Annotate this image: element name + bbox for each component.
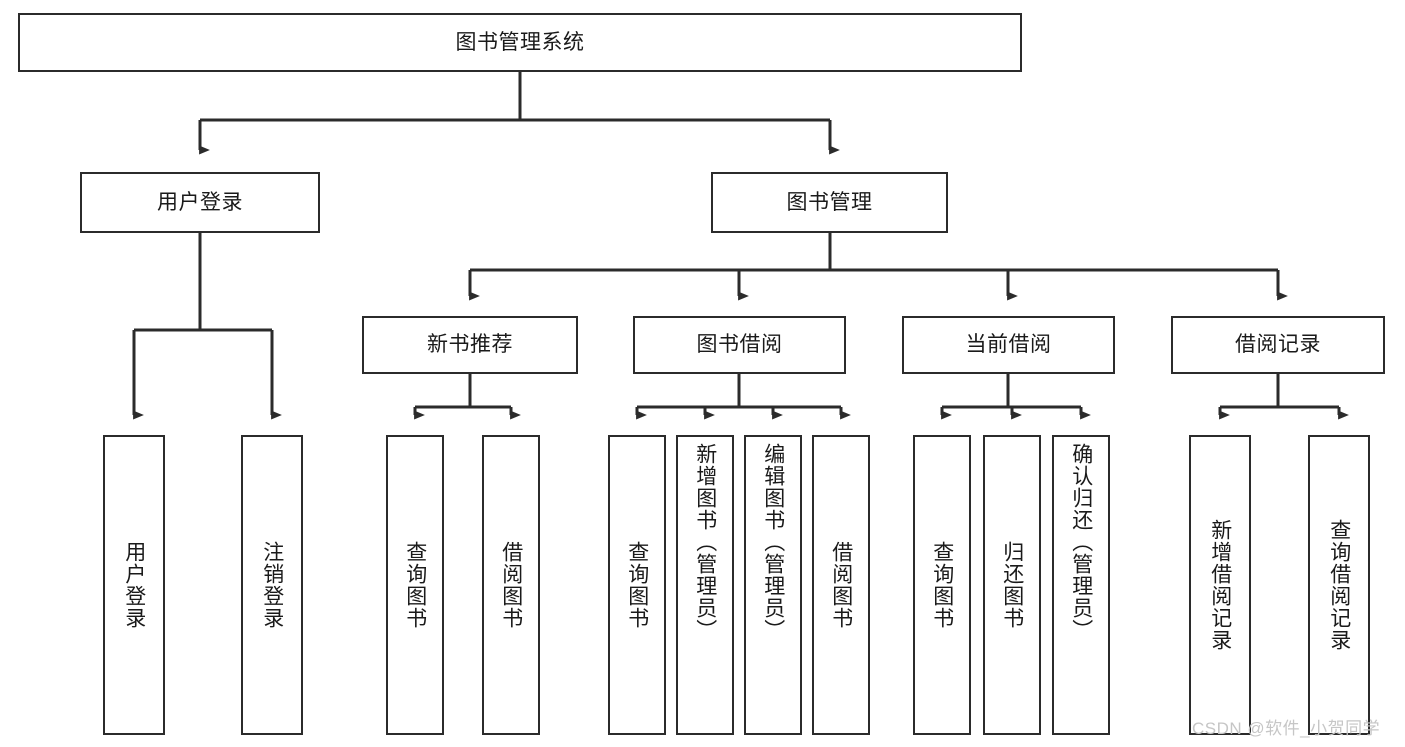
node-user-login-label: 用户登录 [157,190,243,214]
node-root[interactable]: 图书管理系统 [18,13,1022,72]
leaf-confirm-return-admin[interactable]: 确认归还（管理员） [1052,435,1110,735]
node-book-management[interactable]: 图书管理 [711,172,948,233]
leaf-borrow-book-label: 借阅图书 [829,541,853,629]
node-book-borrow-label: 图书借阅 [696,333,783,357]
node-user-login[interactable]: 用户登录 [80,172,320,233]
leaf-add-borrow-record[interactable]: 新增借阅记录 [1189,435,1251,735]
leaf-query-book-current[interactable]: 查询图书 [913,435,971,735]
leaf-edit-book-admin[interactable]: 编辑图书（管理员） [744,435,802,735]
leaf-borrow-book[interactable]: 借阅图书 [812,435,870,735]
node-current-borrow[interactable]: 当前借阅 [902,316,1115,374]
leaf-user-login[interactable]: 用户登录 [103,435,165,735]
leaf-borrow-book-recommend-label: 借阅图书 [499,541,523,629]
leaf-query-book-recommend-label: 查询图书 [403,541,427,629]
leaf-query-book-borrow-label: 查询图书 [625,541,649,629]
node-current-borrow-label: 当前借阅 [965,333,1052,357]
node-book-management-label: 图书管理 [786,190,873,214]
node-new-book-recommend-label: 新书推荐 [427,333,513,357]
leaf-query-book-current-label: 查询图书 [930,541,954,629]
leaf-add-book-admin-label: 新增图书（管理员） [693,443,717,641]
leaf-query-borrow-record-label: 查询借阅记录 [1327,519,1351,651]
csdn-watermark: CSDN @软件_小贺同学 [1192,719,1381,738]
leaf-return-book[interactable]: 归还图书 [983,435,1041,735]
leaf-add-book-admin[interactable]: 新增图书（管理员） [676,435,734,735]
leaf-user-logout[interactable]: 注销登录 [241,435,303,735]
leaf-confirm-return-admin-label: 确认归还（管理员） [1069,443,1093,641]
leaf-borrow-book-recommend[interactable]: 借阅图书 [482,435,540,735]
node-borrow-records-label: 借阅记录 [1235,333,1321,357]
node-root-label: 图书管理系统 [455,30,585,54]
node-new-book-recommend[interactable]: 新书推荐 [362,316,578,374]
leaf-edit-book-admin-label: 编辑图书（管理员） [761,443,785,641]
leaf-user-logout-label: 注销登录 [260,541,284,629]
leaf-query-book-recommend[interactable]: 查询图书 [386,435,444,735]
leaf-user-login-label: 用户登录 [122,541,146,629]
leaf-add-borrow-record-label: 新增借阅记录 [1208,519,1232,651]
leaf-return-book-label: 归还图书 [1000,541,1024,629]
leaf-query-borrow-record[interactable]: 查询借阅记录 [1308,435,1370,735]
node-book-borrow[interactable]: 图书借阅 [633,316,846,374]
leaf-query-book-borrow[interactable]: 查询图书 [608,435,666,735]
node-borrow-records[interactable]: 借阅记录 [1171,316,1385,374]
